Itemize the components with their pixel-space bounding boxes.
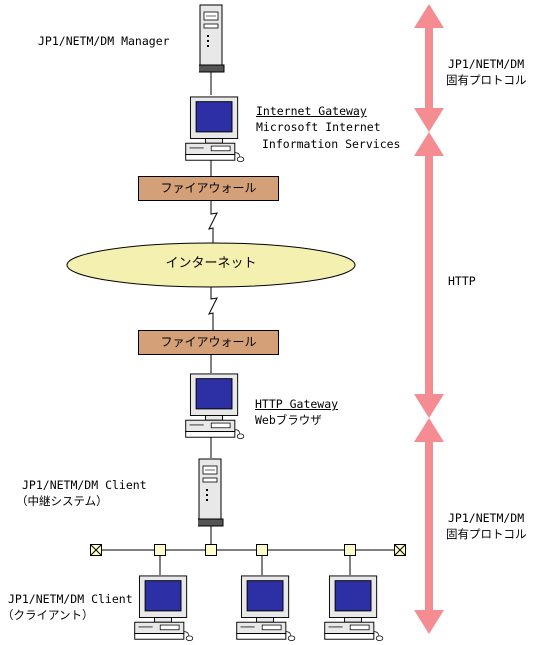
internet-gateway-line1: Microsoft Internet xyxy=(256,120,381,134)
lan-terminator-left-icon xyxy=(90,544,102,556)
http-gateway-pc-icon xyxy=(185,373,245,440)
internet-cloud xyxy=(66,242,356,288)
client-label-line2: （クライアント） xyxy=(2,608,94,622)
http-gateway-title: HTTP Gateway xyxy=(255,397,339,411)
arrow-http xyxy=(414,132,444,418)
lan-connectors xyxy=(154,544,356,556)
arrow-bottom xyxy=(414,418,444,634)
client-pc-icon-1 xyxy=(134,575,194,642)
lan-connector xyxy=(344,544,356,556)
relay-label-line2: （中継システム） xyxy=(16,494,108,508)
internet-gateway-title: Internet Gateway xyxy=(256,104,367,118)
relay-server-icon xyxy=(198,458,224,527)
protocol-http-label: HTTP xyxy=(448,274,476,288)
http-gateway-line1: Webブラウザ xyxy=(255,413,322,427)
client-label-line1: JP1/NETM/DM Client xyxy=(8,592,133,606)
internet-gateway-pc-icon xyxy=(185,96,245,163)
lan-terminator-right-icon xyxy=(394,544,406,556)
protocol-top-line2: 固有プロトコル xyxy=(446,73,527,87)
protocol-top-line1: JP1/NETM/DM xyxy=(448,57,525,71)
lan-connector xyxy=(256,544,268,556)
protocol-arrows xyxy=(414,4,444,634)
relay-label-line1: JP1/NETM/DM Client xyxy=(22,478,147,492)
internet-label: インターネット xyxy=(165,256,257,271)
lan-connector xyxy=(205,544,217,556)
lan-connector xyxy=(154,544,166,556)
arrow-top xyxy=(414,4,444,132)
firewall-bottom: ファイアウォール xyxy=(138,330,279,355)
client-pc-icon-2 xyxy=(236,575,296,642)
manager-server-icon xyxy=(199,4,225,73)
firewall-top: ファイアウォール xyxy=(138,176,279,201)
protocol-bottom-line1: JP1/NETM/DM xyxy=(448,511,525,525)
protocol-bottom-line2: 固有プロトコル xyxy=(446,527,527,541)
internet-gateway-line2: Information Services xyxy=(262,137,401,151)
client-pc-icon-3 xyxy=(324,575,384,642)
manager-label: JP1/NETM/DM Manager xyxy=(38,34,170,48)
